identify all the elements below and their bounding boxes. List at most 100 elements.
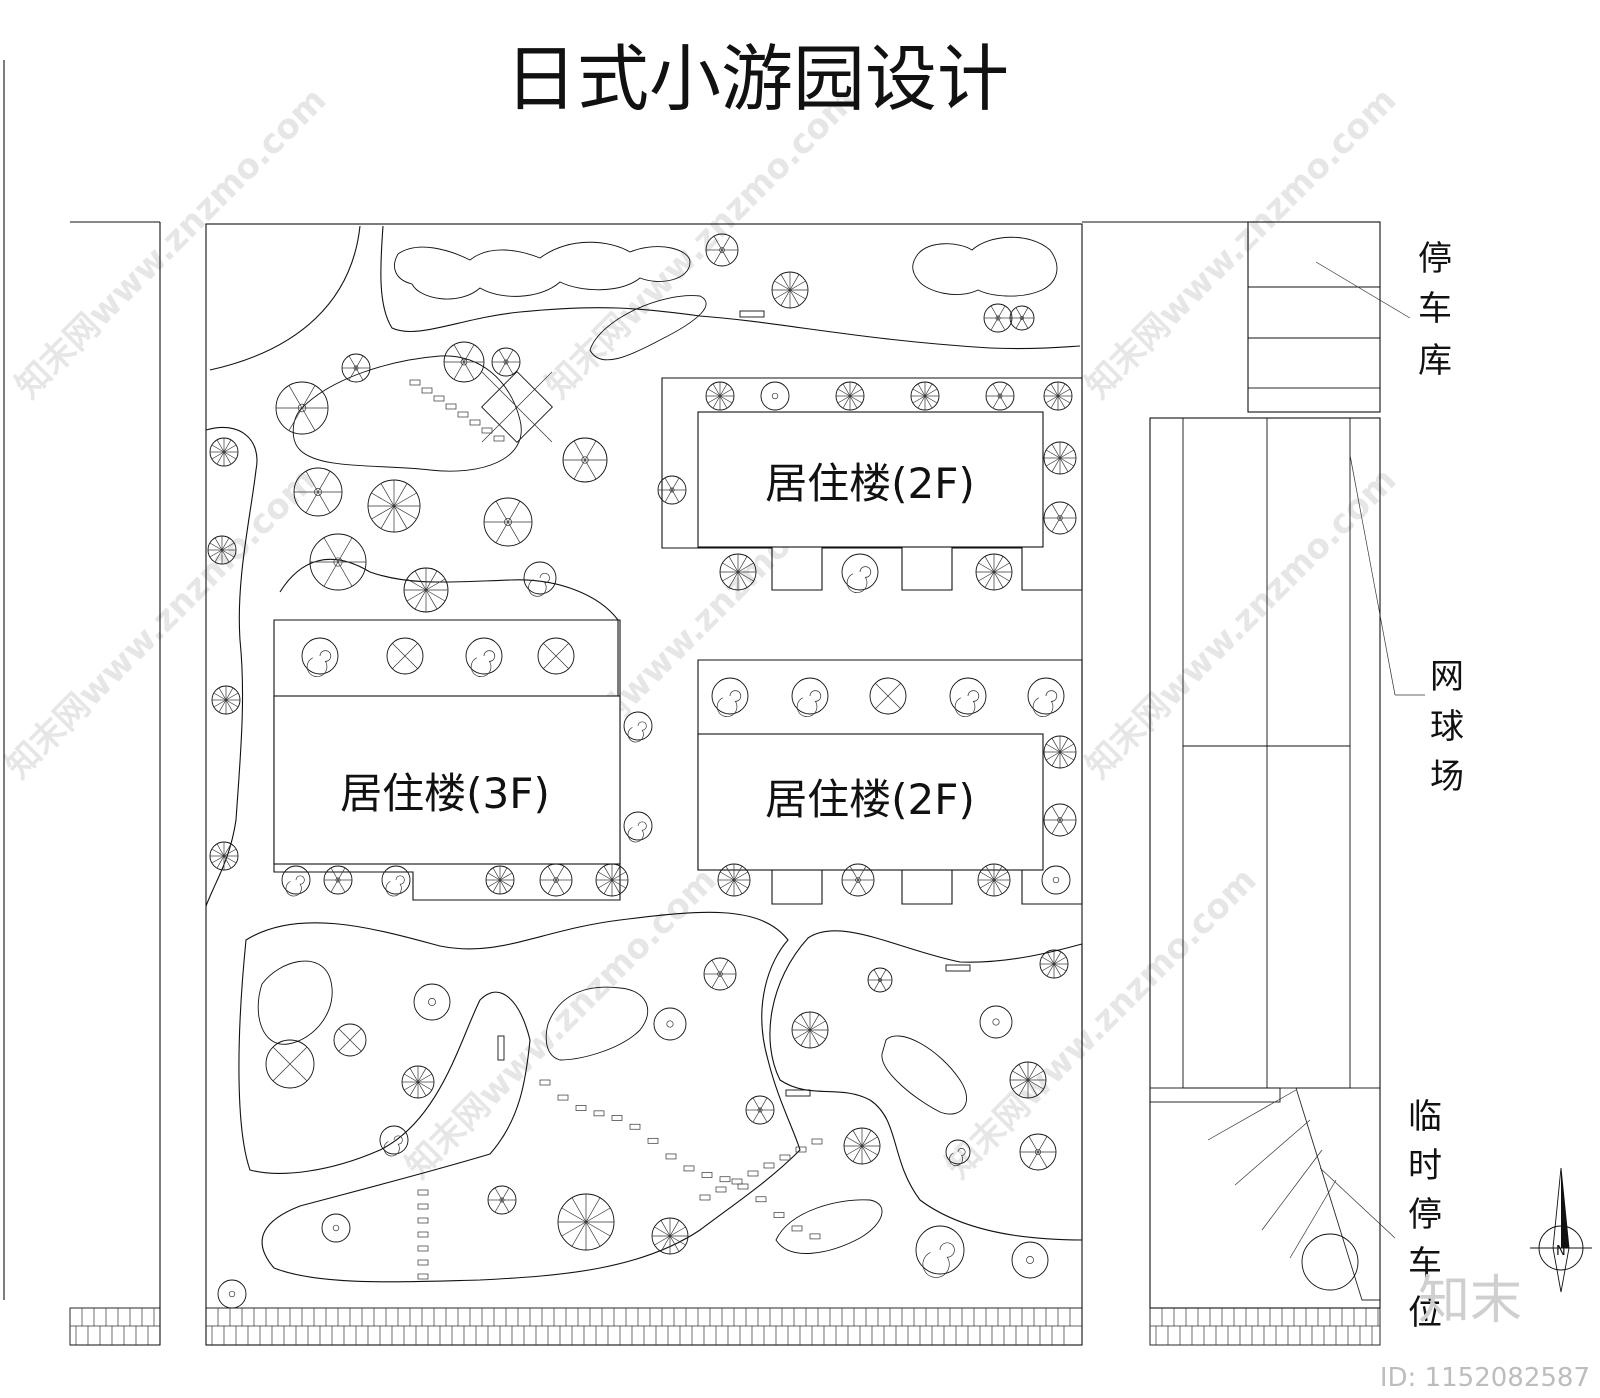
tree-icon <box>1043 735 1077 769</box>
label-garage-3: 库 <box>1418 341 1452 381</box>
tree-icon <box>465 637 503 677</box>
pond-outline <box>292 355 522 472</box>
tree-icon <box>537 637 575 675</box>
tree-icon <box>791 1011 829 1049</box>
stepping-stone <box>417 1273 429 1280</box>
label-garage-2: 车 <box>1418 289 1452 329</box>
watermark-id: ID: 1152082587 <box>1380 1363 1590 1393</box>
tree-icon <box>1027 677 1065 717</box>
tree-icon <box>910 381 940 411</box>
building-2: 居住楼(3F) <box>273 619 621 901</box>
stepping-stone <box>773 1212 785 1218</box>
tree-icon <box>321 1213 351 1243</box>
tree-icon <box>443 341 485 383</box>
label-garage-1: 停 <box>1418 239 1452 279</box>
tree-icon <box>979 1005 1013 1039</box>
label-tennis-3: 场 <box>1430 757 1464 797</box>
stepping-stone <box>791 1225 803 1232</box>
hatched-shrub-4 <box>881 1035 967 1115</box>
tree-icon <box>209 841 239 871</box>
tree-icon <box>557 1193 615 1251</box>
tree-icon <box>379 1125 409 1157</box>
tree-icon <box>760 381 790 411</box>
tree-icon <box>843 1127 881 1165</box>
stepping-stone <box>719 1176 731 1183</box>
watermark-brand: 知末 <box>1418 1271 1522 1331</box>
tree-icon <box>985 381 1015 411</box>
stepping-stone <box>763 1162 775 1169</box>
tree-icon <box>483 497 533 547</box>
tree-icon <box>491 347 521 377</box>
stepping-stone <box>731 1178 743 1185</box>
parking-leader-line <box>1319 1167 1396 1239</box>
tree-icon <box>333 1023 367 1057</box>
shrub-cloud-1 <box>394 241 691 300</box>
north-arrow-label: N <box>1556 1244 1566 1259</box>
tree-icon <box>841 863 875 897</box>
stepping-stone <box>457 411 469 418</box>
stepping-stones <box>409 379 823 1280</box>
parking-tree-icon <box>1301 1233 1359 1291</box>
stepping-stone <box>417 1189 429 1196</box>
tree-icon <box>1043 441 1077 475</box>
tree-icon <box>949 677 987 717</box>
stepping-stone <box>629 1123 641 1130</box>
label-parking-3: 停 <box>1408 1195 1442 1235</box>
tree-icon <box>211 685 241 715</box>
building-2-label: 居住楼(3F) <box>340 769 550 818</box>
tree-icon <box>867 967 893 993</box>
tree-icon <box>367 479 421 533</box>
stepping-stone <box>811 1138 823 1145</box>
tree-icon <box>745 1095 775 1125</box>
stepping-stone <box>699 1194 711 1201</box>
brick-paving <box>69 1307 1381 1346</box>
tree-icon <box>915 1225 965 1278</box>
tree-icon <box>705 233 739 267</box>
tree-icon <box>341 353 371 383</box>
label-tennis-2: 球 <box>1430 707 1464 747</box>
label-parking-5: 位 <box>1408 1293 1442 1333</box>
shrub-cloud-2 <box>912 236 1058 297</box>
tree-icon <box>983 303 1013 333</box>
tree-icon <box>841 553 879 593</box>
tree-icon <box>487 1185 517 1215</box>
stepping-stone <box>755 1196 767 1203</box>
building-1: 居住楼(2F) <box>661 377 1083 591</box>
tree-icon <box>595 863 629 897</box>
watermark-text: 知末网www.znzmo.com <box>538 80 864 406</box>
building-3: 居住楼(2F) <box>697 659 1083 905</box>
tree-icon <box>265 1039 315 1089</box>
tree-icon <box>1043 381 1073 411</box>
stepping-stone <box>481 427 493 434</box>
stepping-stone <box>779 1154 791 1161</box>
tree-icon <box>281 865 311 897</box>
stepping-stone <box>715 1186 727 1193</box>
tree-icon <box>323 865 353 895</box>
tree-icon <box>835 381 865 411</box>
tree-icon <box>403 567 449 613</box>
tree-icon <box>1043 501 1077 535</box>
tree-icon <box>209 437 239 467</box>
stepping-stone <box>417 1217 429 1224</box>
tree-icon <box>293 467 343 517</box>
label-parking-1: 临 <box>1408 1097 1442 1137</box>
north-arrow-icon: N <box>1530 1167 1592 1293</box>
building-3-label: 居住楼(2F) <box>765 775 975 824</box>
garden-bench <box>739 310 765 318</box>
watermark-text: 知末网www.znzmo.com <box>398 860 724 1186</box>
hatched-shrub-3 <box>545 986 649 1061</box>
stepping-stone <box>445 403 457 410</box>
watermark-text: 知末网www.znzmo.com <box>1078 460 1404 786</box>
tree-icon <box>791 677 829 717</box>
tree-icon <box>869 677 907 715</box>
tree-icon <box>1041 865 1071 895</box>
tree-icon <box>623 811 653 843</box>
tree-icon <box>717 863 751 897</box>
tennis-leader-line <box>1349 454 1396 696</box>
stepping-stone <box>683 1165 695 1172</box>
tree-icon <box>651 1217 689 1255</box>
watermark-layer: 知末网www.znzmo.com 知末网www.znzmo.com 知末网www… <box>0 80 1404 1186</box>
tree-icon <box>381 865 411 897</box>
label-tennis-1: 网 <box>1430 657 1464 697</box>
